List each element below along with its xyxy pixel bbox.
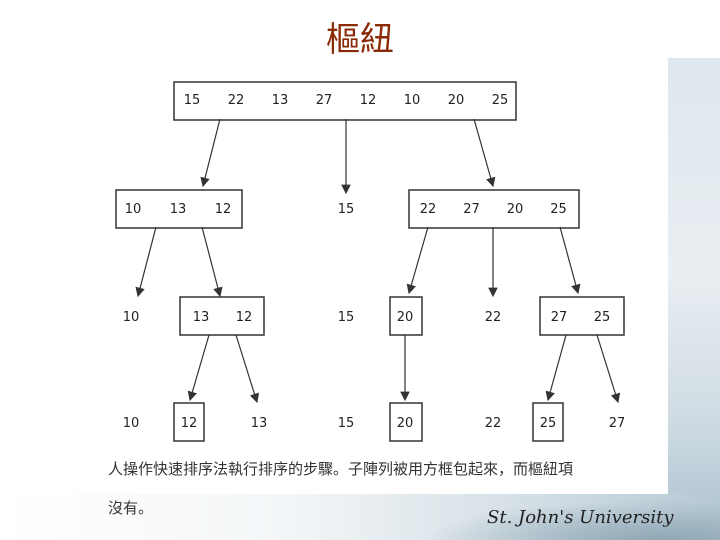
background-photo-right: [668, 58, 720, 540]
slide-title: 樞紐: [326, 20, 394, 60]
subarray-box: [173, 81, 517, 121]
subarray-box: [173, 402, 205, 442]
subarray-box: [115, 189, 243, 229]
array-element: 15: [184, 93, 201, 108]
subarray-box: [539, 296, 625, 336]
subarray-box: [389, 402, 423, 442]
partition-arrow: [545, 334, 567, 402]
partition-arrow: [235, 334, 260, 404]
array-element: 12: [215, 202, 232, 217]
array-element: 12: [360, 93, 377, 108]
array-element: 20: [507, 202, 524, 217]
partition-arrow: [135, 226, 157, 298]
diagram-boxes: [115, 81, 625, 442]
array-element: 22: [420, 202, 437, 217]
caption-line-2: 沒有。: [108, 499, 154, 517]
pivot-element: 15: [338, 310, 355, 325]
pivot-element: 10: [123, 416, 140, 431]
subarray-box: [532, 402, 564, 442]
partition-arrow: [473, 118, 496, 188]
array-element: 27: [316, 93, 333, 108]
array-element: 25: [594, 310, 611, 325]
pivot-element: 22: [485, 416, 502, 431]
diagram-arrows: [135, 118, 621, 404]
array-element: 20: [397, 310, 414, 325]
background-wave: [420, 500, 720, 540]
array-element: 10: [125, 202, 142, 217]
subarray-box: [389, 296, 423, 336]
caption: 人操作快速排序法執行排序的步驟。子陣列被用方框包起來，而樞紐項 沒有。: [108, 450, 668, 528]
partition-arrow: [596, 334, 621, 404]
pivot-element: 15: [338, 202, 355, 217]
array-element: 27: [551, 310, 568, 325]
array-element: 27: [463, 202, 480, 217]
pivot-element: 22: [485, 310, 502, 325]
array-element: 20: [397, 416, 414, 431]
partition-arrow: [187, 334, 210, 402]
array-element: 22: [228, 93, 245, 108]
partition-arrow: [200, 118, 221, 188]
array-element: 12: [181, 416, 198, 431]
pivot-element: 10: [123, 310, 140, 325]
array-element: 10: [404, 93, 421, 108]
array-element: 13: [170, 202, 187, 217]
subarray-box: [179, 296, 265, 336]
pivot-element: 15: [338, 416, 355, 431]
subarray-box: [408, 189, 580, 229]
university-logo-text: St. John's University: [487, 507, 674, 528]
partition-arrow: [559, 226, 581, 295]
diagram-labels: 15 22 13 27 12 10 20 25 10 13 12 15 22 27 20 25 10 13 12 15…: [123, 93, 626, 431]
pivot-element: 13: [251, 416, 268, 431]
array-element: 25: [492, 93, 509, 108]
quicksort-diagram: 15 22 13 27 12 10 20 25 10 13 12 15 22 27 20 25 10 13 12 15…: [115, 81, 626, 442]
pivot-element: 27: [609, 416, 626, 431]
array-element: 13: [272, 93, 289, 108]
array-element: 20: [448, 93, 465, 108]
caption-line-1: 人操作快速排序法執行排序的步驟。子陣列被用方框包起來，而樞紐項: [108, 460, 574, 478]
partition-arrow: [201, 226, 223, 298]
array-element: 13: [193, 310, 210, 325]
array-element: 25: [550, 202, 567, 217]
array-element: 12: [236, 310, 253, 325]
partition-arrow: [406, 226, 429, 295]
array-element: 25: [540, 416, 557, 431]
